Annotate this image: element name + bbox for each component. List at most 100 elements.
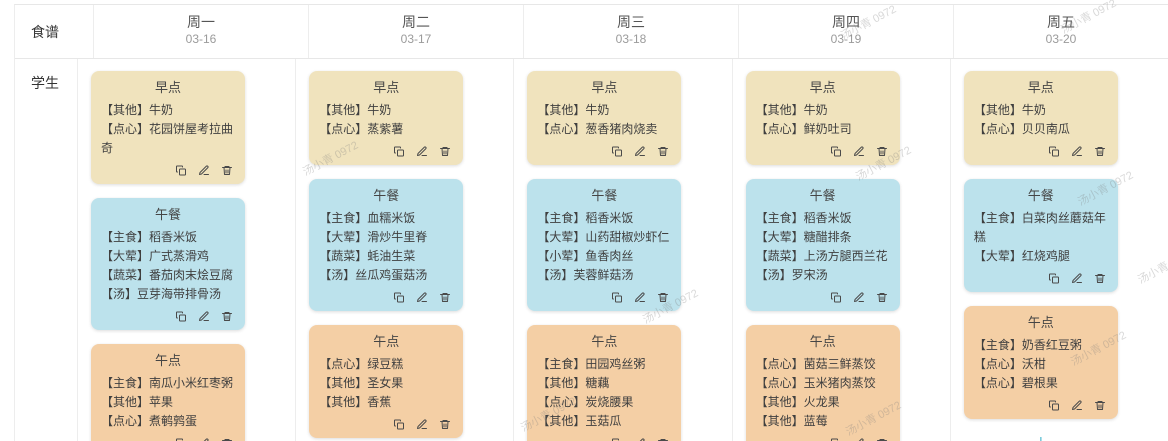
delete-icon[interactable] xyxy=(876,144,888,158)
delete-icon[interactable] xyxy=(657,290,669,304)
copy-icon[interactable] xyxy=(175,163,187,177)
delete-icon[interactable] xyxy=(657,436,669,441)
card-title: 早点 xyxy=(373,80,400,95)
day-column-3: 早点【其他】牛奶【点心】葱香猪肉烧卖午餐【主食】稻香米饭【大荤】山药甜椒炒虾仁【… xyxy=(513,59,731,441)
meal-card-breakfast: 早点【其他】牛奶【点心】贝贝南瓜 xyxy=(963,71,1118,165)
edit-icon[interactable] xyxy=(853,144,865,158)
copy-icon[interactable] xyxy=(1048,398,1060,412)
meal-card-lunch: 午餐【主食】血糯米饭【大荤】滑炒牛里脊【蔬菜】蚝油生菜【汤】丝瓜鸡蛋菇汤 xyxy=(309,179,464,311)
card-title: 午餐 xyxy=(1027,188,1054,203)
delete-icon[interactable] xyxy=(221,309,233,323)
corner-menu-label: 食谱 xyxy=(15,5,93,58)
meal-card-lunch: 午餐【主食】稻香米饭【大荤】糖醋排条【蔬菜】上汤方腿西兰花【汤】罗宋汤 xyxy=(745,179,900,311)
copy-icon[interactable] xyxy=(175,436,187,441)
card-title: 早点 xyxy=(154,80,181,95)
meal-card-snack: 午点【主食】田园鸡丝粥【其他】糖藕【点心】炭烧腰果【其他】玉菇瓜 xyxy=(527,325,682,441)
copy-icon[interactable] xyxy=(830,290,842,304)
edit-icon[interactable] xyxy=(853,290,865,304)
meal-item: 【大荤】滑炒牛里脊 xyxy=(319,230,428,244)
edit-icon[interactable] xyxy=(1071,398,1083,412)
copy-icon[interactable] xyxy=(1048,271,1060,285)
meal-item: 【点心】花园饼屋考拉曲奇 xyxy=(101,122,234,155)
delete-icon[interactable] xyxy=(221,163,233,177)
student-label-text: 学生 xyxy=(31,75,59,91)
day-column-1: 早点【其他】牛奶【点心】花园饼屋考拉曲奇午餐【主食】稻香米饭【大荤】广式蒸滑鸡【… xyxy=(77,59,295,441)
day-date: 03-17 xyxy=(400,32,432,46)
meal-card-breakfast: 早点【其他】牛奶【点心】鲜奶吐司 xyxy=(745,71,900,165)
delete-icon[interactable] xyxy=(657,144,669,158)
copy-icon[interactable] xyxy=(830,436,842,441)
delete-icon[interactable] xyxy=(439,417,451,431)
delete-icon[interactable] xyxy=(876,436,888,441)
delete-icon[interactable] xyxy=(221,436,233,441)
copy-icon[interactable] xyxy=(393,144,405,158)
copy-icon[interactable] xyxy=(611,144,623,158)
edit-icon[interactable] xyxy=(198,163,210,177)
delete-icon[interactable] xyxy=(876,290,888,304)
meal-item: 【大荤】红烧鸡腿 xyxy=(973,249,1070,263)
copy-icon[interactable] xyxy=(175,309,187,323)
card-actions xyxy=(101,163,235,179)
meal-item: 【汤】芙蓉鲜菇汤 xyxy=(537,268,634,282)
copy-icon[interactable] xyxy=(393,290,405,304)
card-actions xyxy=(756,290,890,306)
edit-icon[interactable] xyxy=(634,144,646,158)
card-actions xyxy=(537,290,671,306)
card-actions xyxy=(537,144,671,160)
add-card-button[interactable]: + xyxy=(964,433,1118,441)
edit-icon[interactable] xyxy=(853,436,865,441)
meal-item: 【点心】葱香猪肉烧卖 xyxy=(537,122,658,136)
edit-icon[interactable] xyxy=(1071,271,1083,285)
meal-item: 【其他】牛奶 xyxy=(319,103,392,117)
body-row: 学生 早点【其他】牛奶【点心】花园饼屋考拉曲奇午餐【主食】稻香米饭【大荤】广式蒸… xyxy=(15,59,1168,441)
meal-item: 【蔬菜】蚝油生菜 xyxy=(319,249,416,263)
meal-item: 【主食】血糯米饭 xyxy=(319,211,416,225)
copy-icon[interactable] xyxy=(393,417,405,431)
edit-icon[interactable] xyxy=(416,290,428,304)
copy-icon[interactable] xyxy=(1048,144,1060,158)
delete-icon[interactable] xyxy=(439,144,451,158)
meal-item: 【汤】丝瓜鸡蛋菇汤 xyxy=(319,268,428,282)
meal-item: 【点心】碧根果 xyxy=(973,376,1058,390)
card-actions xyxy=(101,436,235,441)
meal-item: 【汤】豆芽海带排骨汤 xyxy=(101,287,222,301)
card-actions xyxy=(974,271,1108,287)
delete-icon[interactable] xyxy=(1094,144,1106,158)
delete-icon[interactable] xyxy=(1094,271,1106,285)
meal-item: 【点心】蒸紫薯 xyxy=(319,122,404,136)
meal-item: 【主食】南瓜小米红枣粥 xyxy=(101,376,234,390)
copy-icon[interactable] xyxy=(611,290,623,304)
copy-icon[interactable] xyxy=(830,144,842,158)
card-title: 午点 xyxy=(809,334,836,349)
edit-icon[interactable] xyxy=(198,436,210,441)
edit-icon[interactable] xyxy=(634,290,646,304)
meal-item: 【点心】绿豆糕 xyxy=(319,357,404,371)
meal-item: 【点心】炭烧腰果 xyxy=(537,395,634,409)
edit-icon[interactable] xyxy=(416,144,428,158)
edit-icon[interactable] xyxy=(1071,144,1083,158)
meal-item: 【汤】罗宋汤 xyxy=(755,268,828,282)
meal-item: 【主食】稻香米饭 xyxy=(755,211,852,225)
copy-icon[interactable] xyxy=(611,436,623,441)
card-title: 午点 xyxy=(373,334,400,349)
delete-icon[interactable] xyxy=(1094,398,1106,412)
edit-icon[interactable] xyxy=(416,417,428,431)
card-actions xyxy=(319,290,453,306)
meal-card-snack: 午点【点心】菌菇三鲜蒸饺【点心】玉米猪肉蒸饺【其他】火龙果【其他】蓝莓 xyxy=(745,325,900,441)
meal-item: 【其他】牛奶 xyxy=(973,103,1046,117)
card-actions xyxy=(319,417,453,433)
meal-item: 【主食】稻香米饭 xyxy=(101,230,198,244)
day-column-2: 早点【其他】牛奶【点心】蒸紫薯午餐【主食】血糯米饭【大荤】滑炒牛里脊【蔬菜】蚝油… xyxy=(295,59,513,441)
card-title: 午点 xyxy=(154,353,181,368)
day-date: 03-16 xyxy=(185,32,217,46)
edit-icon[interactable] xyxy=(198,309,210,323)
day-name: 周三 xyxy=(617,14,645,30)
card-title: 早点 xyxy=(1027,80,1054,95)
meal-item: 【点心】贝贝南瓜 xyxy=(973,122,1070,136)
edit-icon[interactable] xyxy=(634,436,646,441)
card-actions xyxy=(756,436,890,441)
delete-icon[interactable] xyxy=(439,290,451,304)
